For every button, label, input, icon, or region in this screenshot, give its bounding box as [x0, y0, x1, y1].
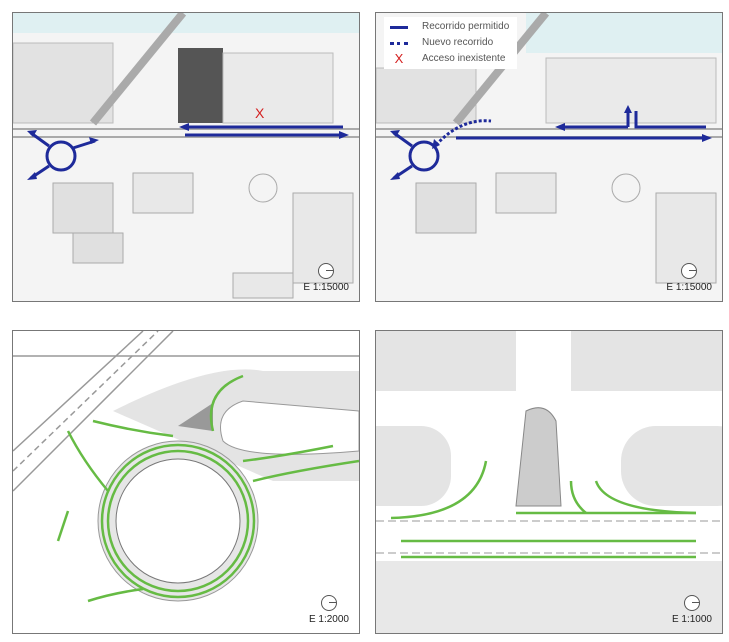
missing-access-marker: X — [255, 105, 265, 121]
scale-text: E 1:15000 — [666, 282, 712, 293]
scale-text: E 1:1000 — [671, 614, 712, 625]
legend-item-permitted: Recorrido permitido — [390, 19, 509, 35]
scale-text: E 1:15000 — [303, 282, 349, 293]
scale-label: E 1:15000 — [303, 263, 349, 293]
legend-label: Recorrido permitido — [422, 21, 510, 32]
legend-label: Nuevo recorrido — [422, 37, 494, 48]
north-arrow-icon — [683, 595, 700, 611]
roundabout-plan — [13, 331, 359, 603]
legend-item-new: Nuevo recorrido — [390, 35, 509, 51]
scale-label: E 1:1000 — [672, 595, 712, 625]
scale-label: E 1:2000 — [309, 595, 349, 625]
map-new — [376, 13, 722, 284]
intersection-plan — [376, 331, 722, 633]
north-arrow-icon — [318, 263, 335, 279]
scale-label: E 1:15000 — [666, 263, 712, 293]
north-arrow-icon — [320, 595, 337, 611]
map-panel-intersection: E 1:1000 — [375, 330, 723, 634]
map-panel-roundabout: E 1:2000 — [12, 330, 360, 634]
legend-label: Acceso inexistente — [422, 53, 506, 64]
map-panel-existing-routes: X E 1:15000 — [12, 12, 360, 302]
north-arrow-icon — [681, 263, 698, 279]
map-existing — [13, 13, 359, 299]
scale-text: E 1:2000 — [308, 614, 349, 625]
